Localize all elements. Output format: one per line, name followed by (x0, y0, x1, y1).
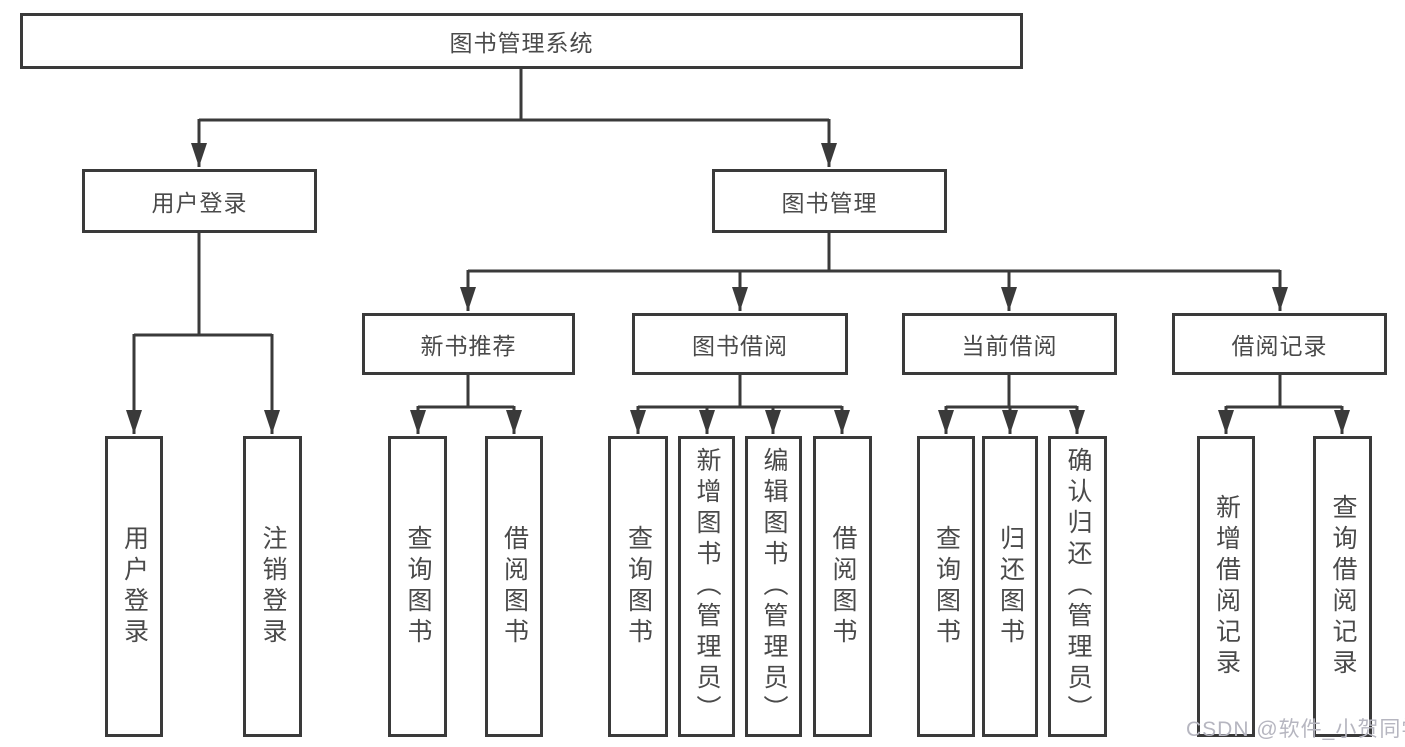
leaf-label: 借阅图书 (829, 524, 857, 649)
node-book-borrowing: 图书借阅 (632, 313, 848, 375)
node-new-book-recommendation: 新书推荐 (362, 313, 575, 375)
leaf-add-books-admin: 新增图书（管理员） (678, 436, 735, 737)
leaf-label: 查询图书 (932, 524, 961, 649)
leaf-confirm-return-admin: 确认归还（管理员） (1048, 436, 1107, 737)
leaf-label: 新增借阅记录 (1212, 493, 1241, 680)
node-book-management: 图书管理 (712, 169, 947, 233)
node-current-borrowing: 当前借阅 (902, 313, 1117, 375)
leaf-label: 用户登录 (120, 524, 149, 649)
node-label: 用户登录 (151, 190, 248, 216)
node-label: 图书管理 (781, 190, 878, 216)
leaf-query-books-current: 查询图书 (917, 436, 975, 737)
leaf-edit-books-admin: 编辑图书（管理员） (745, 436, 802, 737)
leaf-label: 新增图书（管理员） (693, 447, 721, 726)
leaf-logout: 注销登录 (243, 436, 302, 737)
leaf-label: 查询借阅记录 (1329, 493, 1357, 680)
leaf-query-borrow-record: 查询借阅记录 (1313, 436, 1372, 737)
leaf-label: 编辑图书（管理员） (760, 447, 788, 726)
leaf-label: 查询图书 (624, 524, 653, 649)
node-label: 借阅记录 (1231, 333, 1328, 359)
leaf-label: 借阅图书 (500, 524, 529, 649)
leaf-return-books: 归还图书 (982, 436, 1038, 737)
leaf-query-books-recommend: 查询图书 (388, 436, 447, 737)
leaf-borrow-books: 借阅图书 (813, 436, 872, 737)
node-label: 新书推荐 (420, 333, 517, 359)
leaf-query-books-borrowing: 查询图书 (608, 436, 668, 737)
leaf-label: 查询图书 (404, 524, 432, 649)
leaf-label: 注销登录 (259, 524, 287, 649)
node-label: 图书管理系统 (449, 30, 594, 56)
leaf-borrow-books-recommend: 借阅图书 (485, 436, 543, 737)
leaf-label: 确认归还（管理员） (1064, 447, 1092, 726)
node-borrowing-records: 借阅记录 (1172, 313, 1387, 375)
node-label: 当前借阅 (961, 333, 1058, 359)
node-label: 图书借阅 (692, 333, 788, 359)
node-user-login: 用户登录 (82, 169, 317, 233)
leaf-label: 归还图书 (996, 524, 1025, 649)
node-library-management-system: 图书管理系统 (20, 13, 1023, 69)
watermark: CSDN @软件_小贺同学 (1186, 718, 1405, 741)
leaf-add-borrow-record: 新增借阅记录 (1197, 436, 1255, 737)
leaf-user-login: 用户登录 (105, 436, 163, 737)
